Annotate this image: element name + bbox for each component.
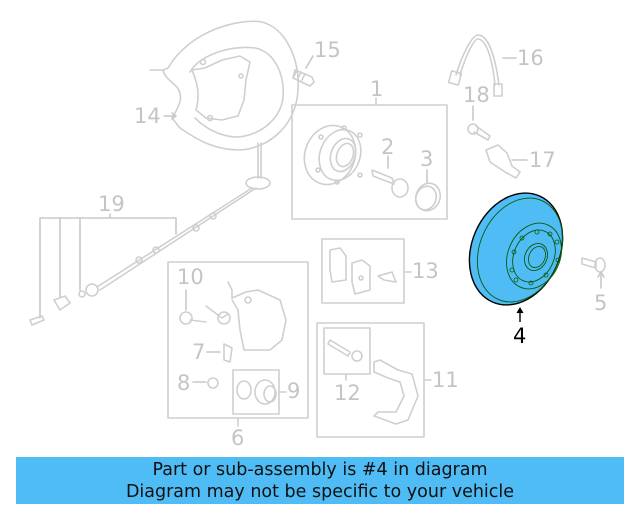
brake-pads-part-13[interactable] — [329, 247, 397, 295]
callout-11[interactable]: 11 — [432, 368, 459, 392]
callout-10[interactable]: 10 — [177, 265, 204, 289]
brake-rotor-part-4[interactable] — [452, 178, 580, 322]
callout-16[interactable]: 16 — [517, 46, 544, 70]
bolt-part-15[interactable] — [292, 69, 315, 87]
caliper-part-6[interactable] — [205, 281, 287, 351]
callout-12[interactable]: 12 — [334, 381, 361, 405]
cap-part-3[interactable] — [412, 180, 444, 215]
banner-line-part-number: Part or sub-assembly is #4 in diagram — [152, 460, 488, 480]
wheel-hub-part-1[interactable] — [296, 118, 367, 191]
callout-8[interactable]: 8 — [177, 371, 191, 395]
callout-7[interactable]: 7 — [192, 340, 206, 364]
callout-19[interactable]: 19 — [98, 192, 125, 216]
callout-2[interactable]: 2 — [381, 135, 395, 159]
banner-line-disclaimer: Diagram may not be specific to your vehi… — [125, 482, 515, 502]
bleeder-part-7[interactable] — [223, 343, 233, 363]
callout-9[interactable]: 9 — [287, 379, 301, 403]
guide-pin-part-12[interactable] — [327, 339, 363, 362]
callout-4[interactable]: 4 — [513, 324, 527, 348]
info-banner: Part or sub-assembly is #4 in diagram Di… — [16, 457, 624, 504]
callout-15[interactable]: 15 — [314, 38, 341, 62]
spring-part-10[interactable] — [179, 311, 207, 325]
bolt-part-5[interactable] — [581, 257, 606, 273]
callout-18[interactable]: 18 — [463, 83, 490, 107]
bolt-part-18[interactable] — [467, 123, 491, 141]
callout-5[interactable]: 5 — [594, 291, 608, 315]
callout-14[interactable]: 14 — [134, 104, 161, 128]
bracket-part-17[interactable] — [485, 144, 521, 179]
callout-17[interactable]: 17 — [529, 148, 556, 172]
abs-sensor-part-19[interactable] — [29, 142, 271, 326]
caliper-bracket-part-11[interactable] — [373, 359, 419, 425]
brake-hose-part-16[interactable] — [447, 34, 503, 97]
splash-shield-part-14[interactable] — [149, 20, 299, 151]
callout-1[interactable]: 1 — [370, 77, 384, 101]
callout-6[interactable]: 6 — [231, 426, 245, 450]
hub-bolt-part-2[interactable] — [371, 169, 409, 198]
callout-3[interactable]: 3 — [420, 147, 434, 171]
callout-13[interactable]: 13 — [412, 259, 439, 283]
cap-part-8[interactable] — [207, 377, 219, 389]
piston-seal-part-9[interactable] — [236, 379, 277, 405]
